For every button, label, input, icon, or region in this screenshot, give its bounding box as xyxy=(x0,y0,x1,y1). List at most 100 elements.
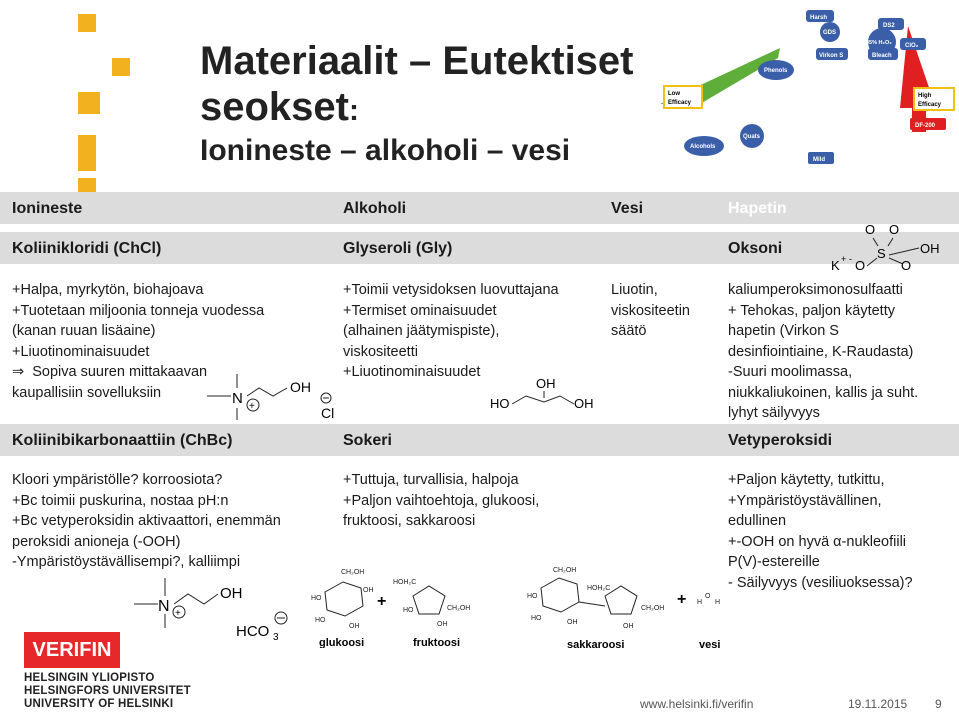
svg-text:OH: OH xyxy=(220,585,243,602)
svg-text:O: O xyxy=(705,593,711,600)
svg-text:+: + xyxy=(175,608,181,619)
svg-text:HO: HO xyxy=(315,617,326,624)
svg-text:HO: HO xyxy=(490,396,510,411)
page-title-line2: seokset: xyxy=(200,85,359,129)
svg-text:HOH₂C: HOH₂C xyxy=(587,585,610,592)
footer-date: 19.11.2015 xyxy=(848,697,908,711)
chart-item-harsh: Harsh xyxy=(810,15,827,21)
svg-text:Cl: Cl xyxy=(321,405,334,421)
low-efficacy-label: Low xyxy=(668,91,680,97)
page-number: 9 xyxy=(935,697,942,711)
oxone-structure: O O S OH O O - K + xyxy=(831,222,940,273)
svg-text:HO: HO xyxy=(403,607,414,614)
glycerol-structure: OH HO OH xyxy=(490,376,594,411)
label-vesi: vesi xyxy=(699,639,720,648)
choline-bicarbonate-structure: N + OH HCO 3 xyxy=(134,578,288,640)
page-subtitle: Ionineste – alkoholi – vesi xyxy=(200,134,571,167)
svg-text:O: O xyxy=(855,258,865,273)
glucose-ring xyxy=(324,581,364,617)
row2-hapetin-name: Vetyperoksidi xyxy=(728,432,833,449)
svg-text:N: N xyxy=(232,390,243,407)
svg-text:CH₂OH: CH₂OH xyxy=(341,569,364,576)
plus-sign-1: + xyxy=(377,593,386,610)
row2-header-band xyxy=(0,424,959,456)
svg-text:CH₂OH: CH₂OH xyxy=(447,605,470,612)
chart-item-bleach: Bleach xyxy=(872,53,892,59)
row1-alkoholi-name: Glyseroli (Gly) xyxy=(343,240,453,257)
chart-item-alcohols: Alcohols xyxy=(690,144,716,150)
row1-alkoholi-text: +Toimii vetysidoksen luovuttajana +Termi… xyxy=(343,282,559,380)
efficacy-diagram: Low Efficacy High Efficacy Harsh GDS DS2… xyxy=(660,10,955,164)
university-name-en: UNIVERSITY OF HELSINKI xyxy=(24,698,174,710)
plus-sign-2: + xyxy=(677,591,686,608)
svg-text:OH: OH xyxy=(567,619,578,626)
chart-item-quats: Quats xyxy=(743,134,761,140)
chart-item-phenols: Phenols xyxy=(764,68,788,74)
svg-text:CH₂OH: CH₂OH xyxy=(553,567,576,574)
row1-vesi-text: Liuotin, viskositeetin säätö xyxy=(611,282,690,339)
svg-text:HO: HO xyxy=(527,593,538,600)
column-header-hapetin: Hapetin xyxy=(728,200,787,217)
page-title: Materiaalit – Eutektiset xyxy=(200,39,634,83)
university-name-fi: HELSINGIN YLIOPISTO xyxy=(24,672,155,684)
svg-text:OH: OH xyxy=(363,587,374,594)
row1-ionineste-name: Koliinikloridi (ChCl) xyxy=(12,240,162,257)
svg-text:N: N xyxy=(158,598,170,615)
chart-item-ds2: DS2 xyxy=(883,23,895,29)
row2-hapetin-text: +Paljon käytetty, tutkittu, +Ympäristöys… xyxy=(728,472,913,591)
column-header-vesi: Vesi xyxy=(611,200,644,217)
row2-ionineste-name: Koliinibikarbonaattiin (ChBc) xyxy=(12,432,233,449)
chart-item-df200: DF-200 xyxy=(915,123,936,129)
svg-text:K: K xyxy=(831,258,840,273)
svg-text:S: S xyxy=(877,246,886,261)
row1-ionineste-text: +Halpa, myrkytön, biohajoava +Tuotetaan … xyxy=(12,282,265,401)
sucrose-ring-2 xyxy=(604,585,638,615)
svg-text:OH: OH xyxy=(437,621,448,628)
choline-chloride-structure: N + OH Cl xyxy=(207,374,334,421)
svg-text:-: - xyxy=(849,254,852,264)
svg-text:OH: OH xyxy=(349,623,360,630)
chart-item-gds: GDS xyxy=(823,30,836,36)
high-efficacy-label: High xyxy=(918,93,932,99)
verifin-logo: VERIFIN xyxy=(24,632,120,668)
row1-hapetin-name: Oksoni xyxy=(728,240,783,257)
svg-text:O: O xyxy=(901,258,911,273)
svg-text:H: H xyxy=(715,599,720,606)
svg-text:OH: OH xyxy=(623,623,634,630)
svg-text:HO: HO xyxy=(531,615,542,622)
column-header-ionineste: Ionineste xyxy=(12,200,83,217)
svg-text:O: O xyxy=(865,222,875,237)
svg-text:CH₂OH: CH₂OH xyxy=(641,605,664,612)
svg-text:OH: OH xyxy=(536,376,556,391)
university-name-sv: HELSINGFORS UNIVERSITET xyxy=(24,685,191,697)
label-glukoosi: glukoosi xyxy=(319,637,364,648)
svg-text:HOH₂C: HOH₂C xyxy=(393,579,416,586)
svg-text:O: O xyxy=(889,222,899,237)
label-fruktoosi: fruktoosi xyxy=(413,637,460,648)
svg-text:Efficacy: Efficacy xyxy=(918,102,942,108)
column-header-band xyxy=(0,192,959,224)
chart-item-h2o2: 35% H₂O₂ xyxy=(866,40,892,46)
row2-alkoholi-text: +Tuttuja, turvallisia, halpoja +Paljon v… xyxy=(343,472,540,529)
sugar-reaction-scheme: CH₂OH HO OH HO OH HOH₂C HO CH₂OH OH CH₂O… xyxy=(311,567,720,648)
footer-url[interactable]: www.helsinki.fi/verifin xyxy=(640,697,754,711)
sucrose-ring-1 xyxy=(540,577,580,613)
svg-text:HCO: HCO xyxy=(236,623,269,640)
svg-text:+: + xyxy=(249,401,255,412)
row2-ionineste-text: Kloori ympäristölle? korroosiota? +Bc to… xyxy=(12,472,281,570)
svg-text:OH: OH xyxy=(920,241,940,256)
svg-text:Efficacy: Efficacy xyxy=(668,100,692,106)
svg-text:3: 3 xyxy=(273,632,279,640)
svg-text:HO: HO xyxy=(311,595,322,602)
column-header-alkoholi: Alkoholi xyxy=(343,200,407,217)
svg-text:OH: OH xyxy=(574,396,594,411)
chart-item-clo2: ClO₂ xyxy=(905,43,919,49)
svg-text:H: H xyxy=(697,599,702,606)
row1-hapetin-text: kaliumperoksimonosulfaatti + Tehokas, pa… xyxy=(728,282,919,421)
chart-item-virkon: Virkon S xyxy=(819,53,843,59)
row2-alkoholi-name: Sokeri xyxy=(343,432,392,449)
svg-text:OH: OH xyxy=(290,379,311,395)
chart-item-mild: Mild xyxy=(813,157,825,163)
row1-header-band xyxy=(0,232,959,264)
label-sakkaroosi: sakkaroosi xyxy=(567,639,624,648)
